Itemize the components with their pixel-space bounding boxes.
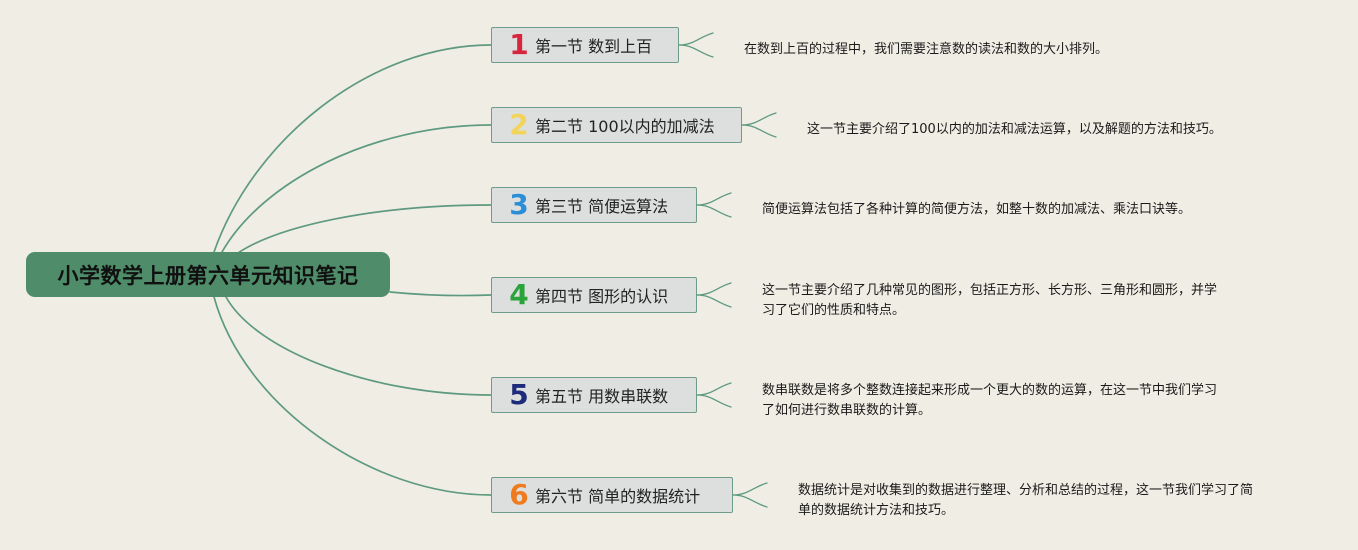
number-1-icon: 1 [509, 28, 529, 61]
note-bracket-top-4 [696, 282, 732, 296]
section-node-5[interactable]: 5 第五节 用数串联数 [491, 377, 697, 413]
branch-line-5 [225, 296, 492, 396]
note-bracket-bottom-4 [696, 294, 732, 308]
description-line: 数据统计是对收集到的数据进行整理、分析和总结的过程，这一节我们学习了简 [798, 483, 1254, 498]
note-bracket-bottom-1 [678, 44, 714, 58]
branch-line-1 [213, 44, 492, 253]
description-line: 简便运算法包括了各种计算的简便方法，如整十数的加减法、乘法口诀等。 [762, 202, 1192, 217]
root-title: 小学数学上册第六单元知识笔记 [57, 263, 359, 288]
section-1-description: 在数到上百的过程中，我们需要注意数的读法和数的大小排列。 [744, 40, 1108, 60]
description-line: 了如何进行数串联数的计算。 [762, 403, 932, 418]
section-6-description: 数据统计是对收集到的数据进行整理、分析和总结的过程，这一节我们学习了简 单的数据… [798, 481, 1253, 521]
description-line: 习了它们的性质和特点。 [762, 303, 906, 318]
number-4-icon: 4 [509, 278, 529, 311]
branch-line-6 [213, 296, 492, 496]
number-6-icon: 6 [509, 478, 529, 511]
branch-line-2 [221, 124, 492, 253]
section-label: 第五节 用数串联数 [535, 387, 669, 406]
section-5-description: 数串联数是将多个整数连接起来形成一个更大的数的运算，在这一节中我们学习 了如何进… [762, 381, 1217, 421]
note-bracket-top-5 [696, 382, 732, 396]
branch-line-4 [389, 291, 492, 297]
description-line: 单的数据统计方法和技巧。 [798, 503, 955, 518]
note-bracket-bottom-5 [696, 394, 732, 408]
root-node[interactable]: 小学数学上册第六单元知识笔记 [26, 252, 390, 297]
section-4-description: 这一节主要介绍了几种常见的图形，包括正方形、长方形、三角形和圆形，并学 习了它们… [762, 281, 1217, 321]
note-bracket-top-6 [732, 482, 768, 496]
number-5-icon: 5 [509, 378, 529, 411]
number-2-icon: 2 [509, 108, 529, 141]
number-3-icon: 3 [509, 188, 529, 221]
description-line: 这一节主要介绍了100以内的加法和减法运算，以及解题的方法和技巧。 [807, 122, 1222, 137]
section-label: 第四节 图形的认识 [535, 287, 669, 306]
section-label: 第六节 简单的数据统计 [535, 487, 701, 506]
note-bracket-bottom-6 [732, 494, 768, 508]
section-node-3[interactable]: 3 第三节 简便运算法 [491, 187, 697, 223]
section-node-1[interactable]: 1 第一节 数到上百 [491, 27, 679, 63]
section-label: 第二节 100以内的加减法 [535, 117, 715, 136]
note-bracket-top-1 [678, 32, 714, 46]
section-2-description: 这一节主要介绍了100以内的加法和减法运算，以及解题的方法和技巧。 [807, 120, 1222, 140]
description-line: 数串联数是将多个整数连接起来形成一个更大的数的运算，在这一节中我们学习 [762, 383, 1218, 398]
section-3-description: 简便运算法包括了各种计算的简便方法，如整十数的加减法、乘法口诀等。 [762, 200, 1191, 220]
section-label: 第三节 简便运算法 [535, 197, 669, 216]
branch-line-3 [237, 204, 492, 254]
description-line: 这一节主要介绍了几种常见的图形，包括正方形、长方形、三角形和圆形，并学 [762, 283, 1218, 298]
note-bracket-top-3 [696, 192, 732, 206]
note-bracket-bottom-2 [741, 124, 777, 138]
section-node-4[interactable]: 4 第四节 图形的认识 [491, 277, 697, 313]
section-label: 第一节 数到上百 [535, 37, 653, 56]
description-line: 在数到上百的过程中，我们需要注意数的读法和数的大小排列。 [744, 42, 1109, 57]
section-node-2[interactable]: 2 第二节 100以内的加减法 [491, 107, 742, 143]
section-node-6[interactable]: 6 第六节 简单的数据统计 [491, 477, 733, 513]
note-bracket-top-2 [741, 112, 777, 126]
note-bracket-bottom-3 [696, 204, 732, 218]
